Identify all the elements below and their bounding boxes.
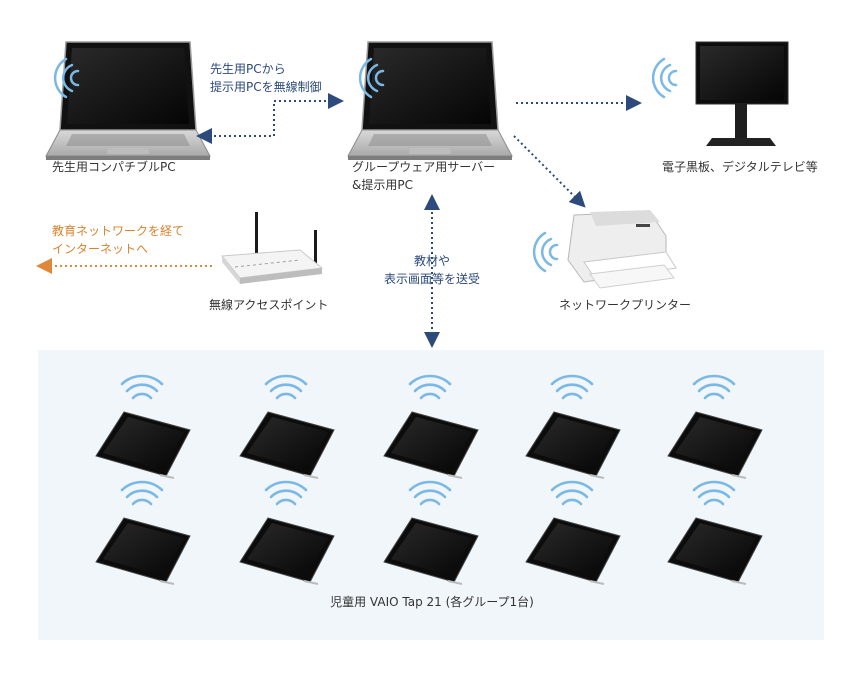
access-point-icon bbox=[221, 212, 324, 284]
wireless-control-label: 先生用PCから 提示用PCを無線制御 bbox=[210, 60, 322, 96]
teacher-laptop-icon bbox=[45, 41, 211, 161]
internet-label-line-2: インターネットへ bbox=[52, 242, 149, 256]
materials-label-line-1: 教材や bbox=[413, 254, 450, 268]
wireless-control-label-line-2: 提示用PCを無線制御 bbox=[210, 80, 322, 94]
display-label: 電子黒板、デジタルテレビ等 bbox=[662, 160, 818, 174]
student-area-panel bbox=[38, 350, 824, 640]
printer-label: ネットワークプリンター bbox=[559, 298, 692, 312]
printer-icon bbox=[567, 210, 677, 289]
internet-label: 教育ネットワークを経て インターネットへ bbox=[52, 222, 184, 258]
server-pc-label-line-1: グループウェア用サーバー bbox=[352, 160, 496, 174]
display-wifi-icon bbox=[651, 57, 678, 99]
materials-label-line-2: 表示画面等を送受 bbox=[383, 272, 480, 286]
access-point-label: 無線アクセスポイント bbox=[209, 298, 329, 312]
server-pc-label: グループウェア用サーバー &提示用PC bbox=[352, 158, 495, 194]
server-laptop-icon bbox=[347, 41, 513, 161]
server-to-printer-arrow bbox=[513, 135, 586, 208]
wireless-control-label-line-1: 先生用PCから bbox=[210, 62, 286, 76]
printer-wifi-icon bbox=[532, 231, 559, 273]
student-tablets-label: 児童用 VAIO Tap 21 (各グループ1台) bbox=[330, 595, 534, 609]
materials-label: 教材や 表示画面等を送受 bbox=[369, 252, 495, 288]
wireless-control-arrow bbox=[196, 93, 344, 144]
internet-label-line-1: 教育ネットワークを経て bbox=[52, 224, 185, 238]
display-monitor-icon bbox=[695, 41, 789, 146]
teacher-pc-label: 先生用コンパチブルPC bbox=[52, 160, 176, 174]
server-pc-label-line-2: &提示用PC bbox=[352, 178, 413, 192]
